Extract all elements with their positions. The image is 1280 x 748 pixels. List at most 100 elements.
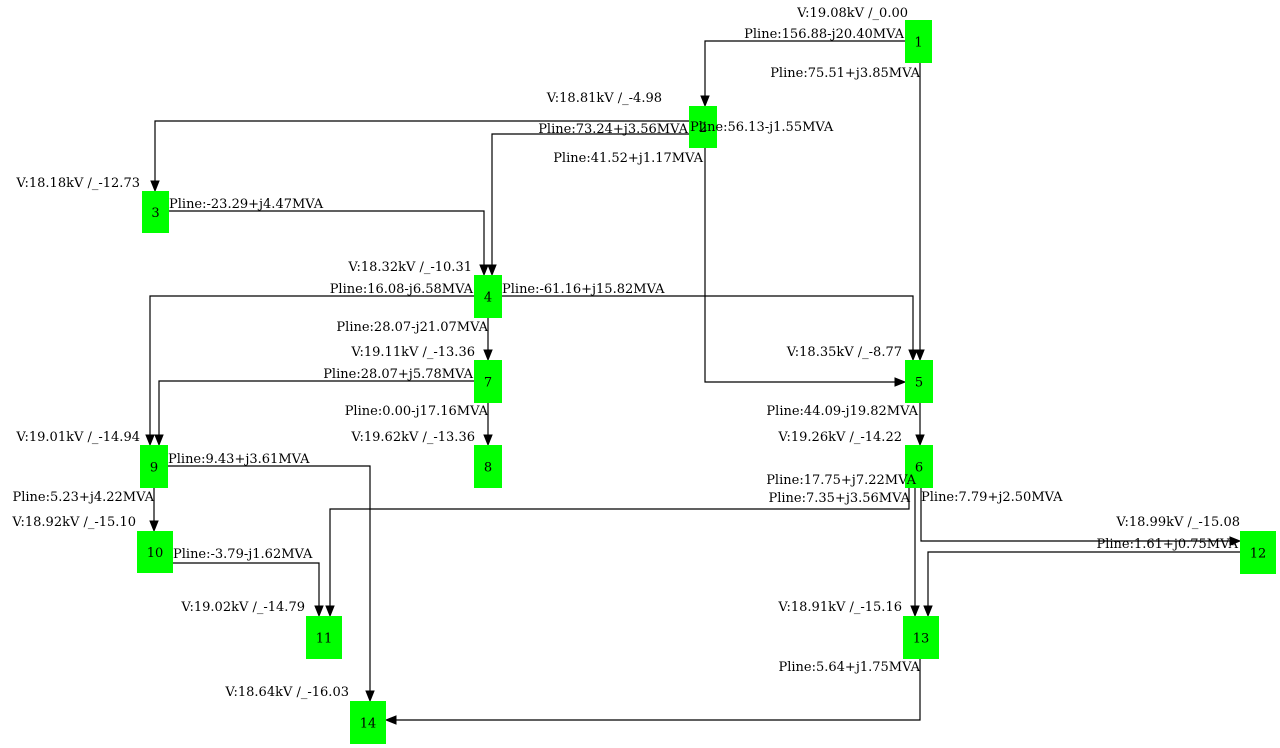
bus-node-12[interactable] xyxy=(1240,531,1276,574)
bus-voltage-label-2: V:18.81kV /_-4.98 xyxy=(546,91,662,106)
edge-6-to-11 xyxy=(329,488,910,606)
bus-node-label-12: 12 xyxy=(1250,547,1267,562)
bus-voltage-label-7: V:19.11kV /_-13.36 xyxy=(350,345,475,360)
edge-2-to-4 xyxy=(491,133,689,265)
bus-node-label-13: 13 xyxy=(913,632,930,647)
bus-voltage-label-5: V:18.35kV /_-8.77 xyxy=(786,345,902,360)
edge-arrowhead-7-to-9 xyxy=(154,434,164,447)
bus-node-13[interactable] xyxy=(903,616,939,659)
edge-arrowhead-2-to-5 xyxy=(894,377,907,387)
bus-voltage-label-4: V:18.32kV /_-10.31 xyxy=(347,260,472,275)
line-flow-label-1-to-5: Pline:75.51+j3.85MVA xyxy=(770,66,920,81)
edge-7-to-9 xyxy=(158,380,474,435)
bus-node-3[interactable] xyxy=(142,191,169,233)
bus-node-7[interactable] xyxy=(474,360,502,403)
bus-node-6[interactable] xyxy=(905,445,933,488)
edge-arrowhead-9-to-14 xyxy=(365,690,375,703)
edge-4-to-9 xyxy=(149,295,474,435)
bus-node-14[interactable] xyxy=(350,701,386,744)
bus-node-label-8: 8 xyxy=(484,461,492,476)
bus-voltage-label-1: V:19.08kV /_0.00 xyxy=(796,6,908,21)
labels-layer: Pline:156.88-j20.40MVA Pline:75.51+j3.85M… xyxy=(11,6,1240,700)
edge-1-to-2 xyxy=(704,40,905,96)
edge-arrowhead-4-to-7 xyxy=(483,349,493,362)
bus-node-label-2: 2 xyxy=(699,121,707,136)
bus-node-label-9: 9 xyxy=(150,461,158,476)
bus-node-label-10: 10 xyxy=(147,546,164,561)
edge-9-to-14 xyxy=(168,465,371,691)
edge-2-to-5 xyxy=(704,148,895,383)
edge-arrowhead-9-to-10 xyxy=(149,520,159,533)
line-flow-label-7-to-9: Pline:28.07+j5.78MVA xyxy=(323,367,473,382)
bus-voltage-label-3: V:18.18kV /_-12.73 xyxy=(15,176,140,191)
edge-arrowhead-4-to-5 xyxy=(908,349,918,362)
bus-node-1[interactable] xyxy=(905,20,932,63)
bus-node-5[interactable] xyxy=(905,360,933,403)
bus-voltage-label-14: V:18.64kV /_-16.03 xyxy=(224,685,349,700)
bus-node-11[interactable] xyxy=(306,616,342,659)
bus-voltage-label-13: V:18.91kV /_-15.16 xyxy=(777,600,902,615)
edge-arrowhead-13-to-14 xyxy=(384,715,397,725)
line-flow-label-6-to-12: Pline:7.79+j2.50MVA xyxy=(921,490,1063,505)
edge-12-to-13 xyxy=(927,551,1240,606)
edge-2-to-3 xyxy=(154,120,689,181)
edge-4-to-5 xyxy=(502,295,914,350)
edge-arrowhead-4-to-9 xyxy=(145,434,155,447)
line-flow-label-2-to-3: Pline:73.24+j3.56MVA xyxy=(538,122,688,137)
bus-node-10[interactable] xyxy=(137,531,173,573)
bus-node-label-1: 1 xyxy=(914,36,922,51)
edge-arrowhead-1-to-5 xyxy=(915,349,925,362)
line-flow-label-1-to-2: Pline:156.88-j20.40MVA xyxy=(744,27,904,42)
line-flow-label-4-to-7: Pline:28.07-j21.07MVA xyxy=(336,320,488,335)
edge-3-to-4 xyxy=(169,210,485,265)
line-flow-label-3-to-4: Pline:-23.29+j4.47MVA xyxy=(169,197,324,212)
edge-arrowhead-6-to-13 xyxy=(910,605,920,618)
edges-layer xyxy=(145,40,1242,725)
bus-node-label-7: 7 xyxy=(484,376,492,391)
bus-node-label-11: 11 xyxy=(316,632,333,647)
line-flow-label-6-to-13: Pline:17.75+j7.22MVA xyxy=(766,473,916,488)
line-flow-label-12-to-13: Pline:1.61+j0.75MVA xyxy=(1096,537,1238,552)
bus-voltage-label-6: V:19.26kV /_-14.22 xyxy=(777,430,902,445)
bus-node-4[interactable] xyxy=(474,275,502,318)
edge-arrowhead-1-to-2 xyxy=(700,95,710,108)
edge-arrowhead-6-to-11 xyxy=(325,605,335,618)
line-flow-label-7-to-8: Pline:0.00-j17.16MVA xyxy=(345,404,489,419)
bus-voltage-label-11: V:19.02kV /_-14.79 xyxy=(180,600,305,615)
bus-node-label-5: 5 xyxy=(915,376,923,391)
bus-node-2[interactable] xyxy=(689,106,717,148)
bus-node-label-14: 14 xyxy=(360,717,377,732)
edge-arrowhead-2-to-3 xyxy=(150,180,160,193)
line-flow-label-4-to-5: Pline:-61.16+j15.82MVA xyxy=(502,282,665,297)
line-flow-label-6-to-11: Pline:7.35+j3.56MVA xyxy=(768,491,910,506)
edge-10-to-11 xyxy=(173,562,320,606)
bus-node-9[interactable] xyxy=(140,445,168,488)
line-flow-label-5-to-6: Pline:44.09-j19.82MVA xyxy=(766,404,918,419)
bus-node-label-3: 3 xyxy=(151,206,159,221)
bus-node-8[interactable] xyxy=(474,445,502,488)
line-flow-label-2-to-4: Pline:41.52+j1.17MVA xyxy=(553,151,703,166)
bus-node-label-4: 4 xyxy=(484,291,492,306)
edge-arrowhead-5-to-6 xyxy=(915,434,925,447)
edge-arrowhead-7-to-8 xyxy=(483,434,493,447)
line-flow-label-9-to-10: Pline:5.23+j4.22MVA xyxy=(12,490,154,505)
line-flow-label-10-to-11: Pline:-3.79-j1.62MVA xyxy=(173,547,313,562)
bus-voltage-label-12: V:18.99kV /_-15.08 xyxy=(1115,515,1240,530)
edge-arrowhead-3-to-4 xyxy=(479,264,489,277)
edge-arrowhead-2-to-4 xyxy=(487,264,497,277)
edge-6-to-12 xyxy=(920,488,1230,542)
edge-arrowhead-12-to-13 xyxy=(923,605,933,618)
bus-voltage-label-8: V:19.62kV /_-13.36 xyxy=(350,430,475,445)
line-flow-label-9-to-14: Pline:9.43+j3.61MVA xyxy=(168,452,310,467)
bus-voltage-label-9: V:19.01kV /_-14.94 xyxy=(15,430,140,445)
bus-voltage-label-10: V:18.92kV /_-15.10 xyxy=(11,515,136,530)
bus-node-label-6: 6 xyxy=(915,461,923,476)
line-flow-label-2-to-5: Pline:56.13-j1.55MVA xyxy=(690,120,834,135)
edge-13-to-14 xyxy=(396,659,921,721)
line-flow-label-4-to-9: Pline:16.08-j6.58MVA xyxy=(330,282,474,297)
edge-arrowhead-10-to-11 xyxy=(314,605,324,618)
edge-arrowhead-6-to-12 xyxy=(1229,536,1242,546)
line-flow-label-13-to-14: Pline:5.64+j1.75MVA xyxy=(778,660,920,675)
